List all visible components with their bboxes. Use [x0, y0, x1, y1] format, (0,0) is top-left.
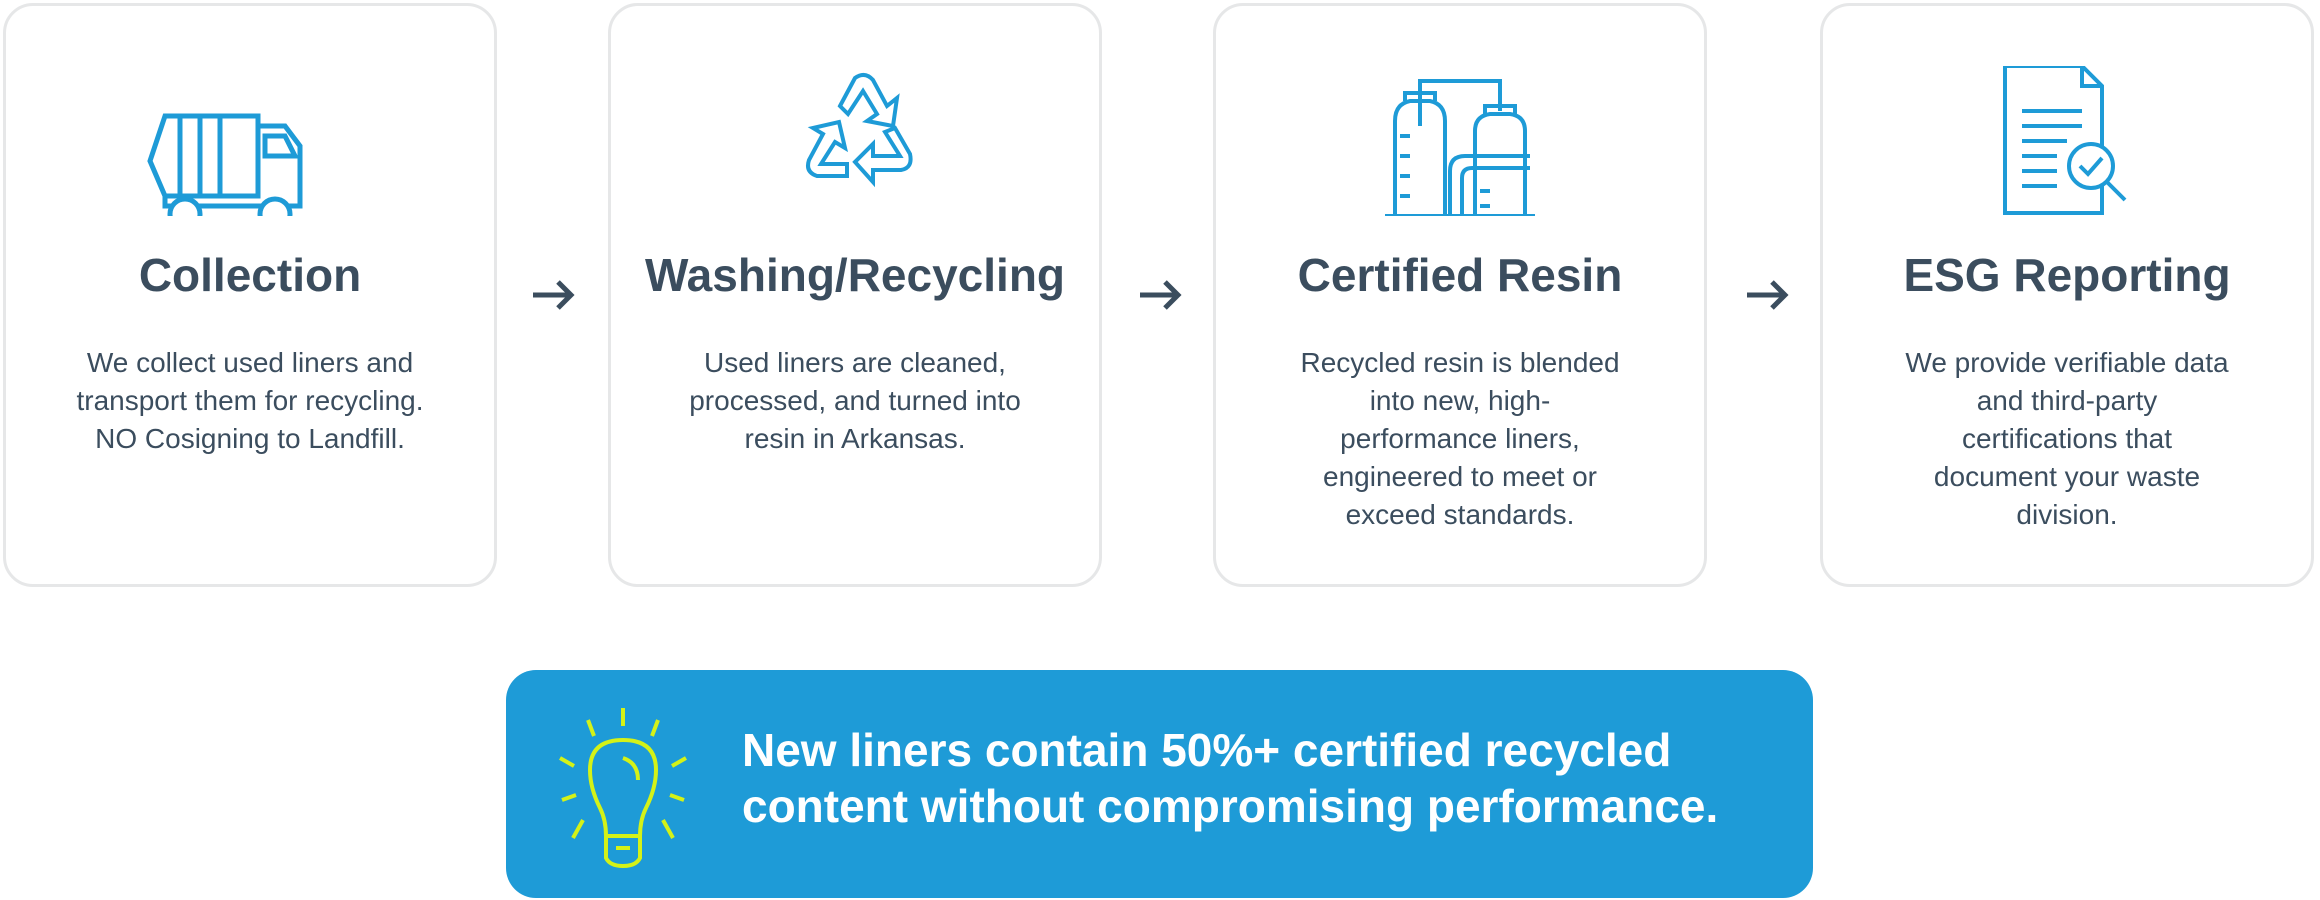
step-card-collection: Collection We collect used liners and tr… — [3, 3, 497, 587]
banner-line: content without compromising performance… — [742, 780, 1719, 832]
desc-line: document your waste — [1933, 461, 2201, 492]
banner-line: New liners contain 50%+ certified recycl… — [742, 724, 1672, 776]
document-check-icon — [2003, 66, 2127, 215]
step-card-certified-resin: Certified Resin Recycled resin is blende… — [1213, 3, 1707, 587]
step-description: Used liners are cleaned, processed, and … — [651, 344, 1059, 458]
step-title: Washing/Recycling — [644, 249, 1066, 301]
desc-line: division. — [2016, 499, 2118, 530]
desc-line: resin in Arkansas. — [744, 423, 966, 454]
desc-line: engineered to meet or — [1323, 461, 1597, 492]
garbage-truck-icon — [147, 113, 303, 216]
desc-line: We collect used liners and — [86, 347, 414, 378]
desc-line: Recycled resin is blended — [1300, 347, 1620, 378]
desc-line: into new, high- — [1369, 385, 1551, 416]
step-title: ESG Reporting — [1903, 249, 2231, 301]
recycle-icon — [806, 73, 913, 188]
factory-tanks-icon — [1385, 79, 1535, 216]
step-card-esg-reporting: ESG Reporting We provide verifiable data… — [1820, 3, 2314, 587]
step-description: We provide verifiable data and third-par… — [1863, 344, 2271, 534]
desc-line: NO Cosigning to Landfill. — [95, 423, 405, 454]
step-title: Certified Resin — [1297, 249, 1623, 301]
desc-line: processed, and turned into — [689, 385, 1021, 416]
lightbulb-icon — [559, 708, 687, 868]
desc-line: Used liners are cleaned, — [704, 347, 1006, 378]
desc-line: We provide verifiable data — [1905, 347, 2229, 378]
arrow-right-icon — [533, 280, 575, 310]
step-description: We collect used liners and transport the… — [46, 344, 454, 458]
banner-message: New liners contain 50%+ certified recycl… — [742, 722, 1718, 834]
step-card-washing-recycling: Washing/Recycling Used liners are cleane… — [608, 3, 1102, 587]
desc-line: transport them for recycling. — [76, 385, 424, 416]
step-description: Recycled resin is blended into new, high… — [1256, 344, 1664, 534]
highlight-banner: New liners contain 50%+ certified recycl… — [506, 670, 1813, 898]
desc-line: certifications that — [1961, 423, 2173, 454]
arrow-right-icon — [1140, 280, 1182, 310]
step-title: Collection — [138, 249, 362, 301]
arrow-right-icon — [1747, 280, 1789, 310]
desc-line: performance liners, — [1340, 423, 1580, 454]
desc-line: and third-party — [1976, 385, 2158, 416]
desc-line: exceed standards. — [1345, 499, 1575, 530]
